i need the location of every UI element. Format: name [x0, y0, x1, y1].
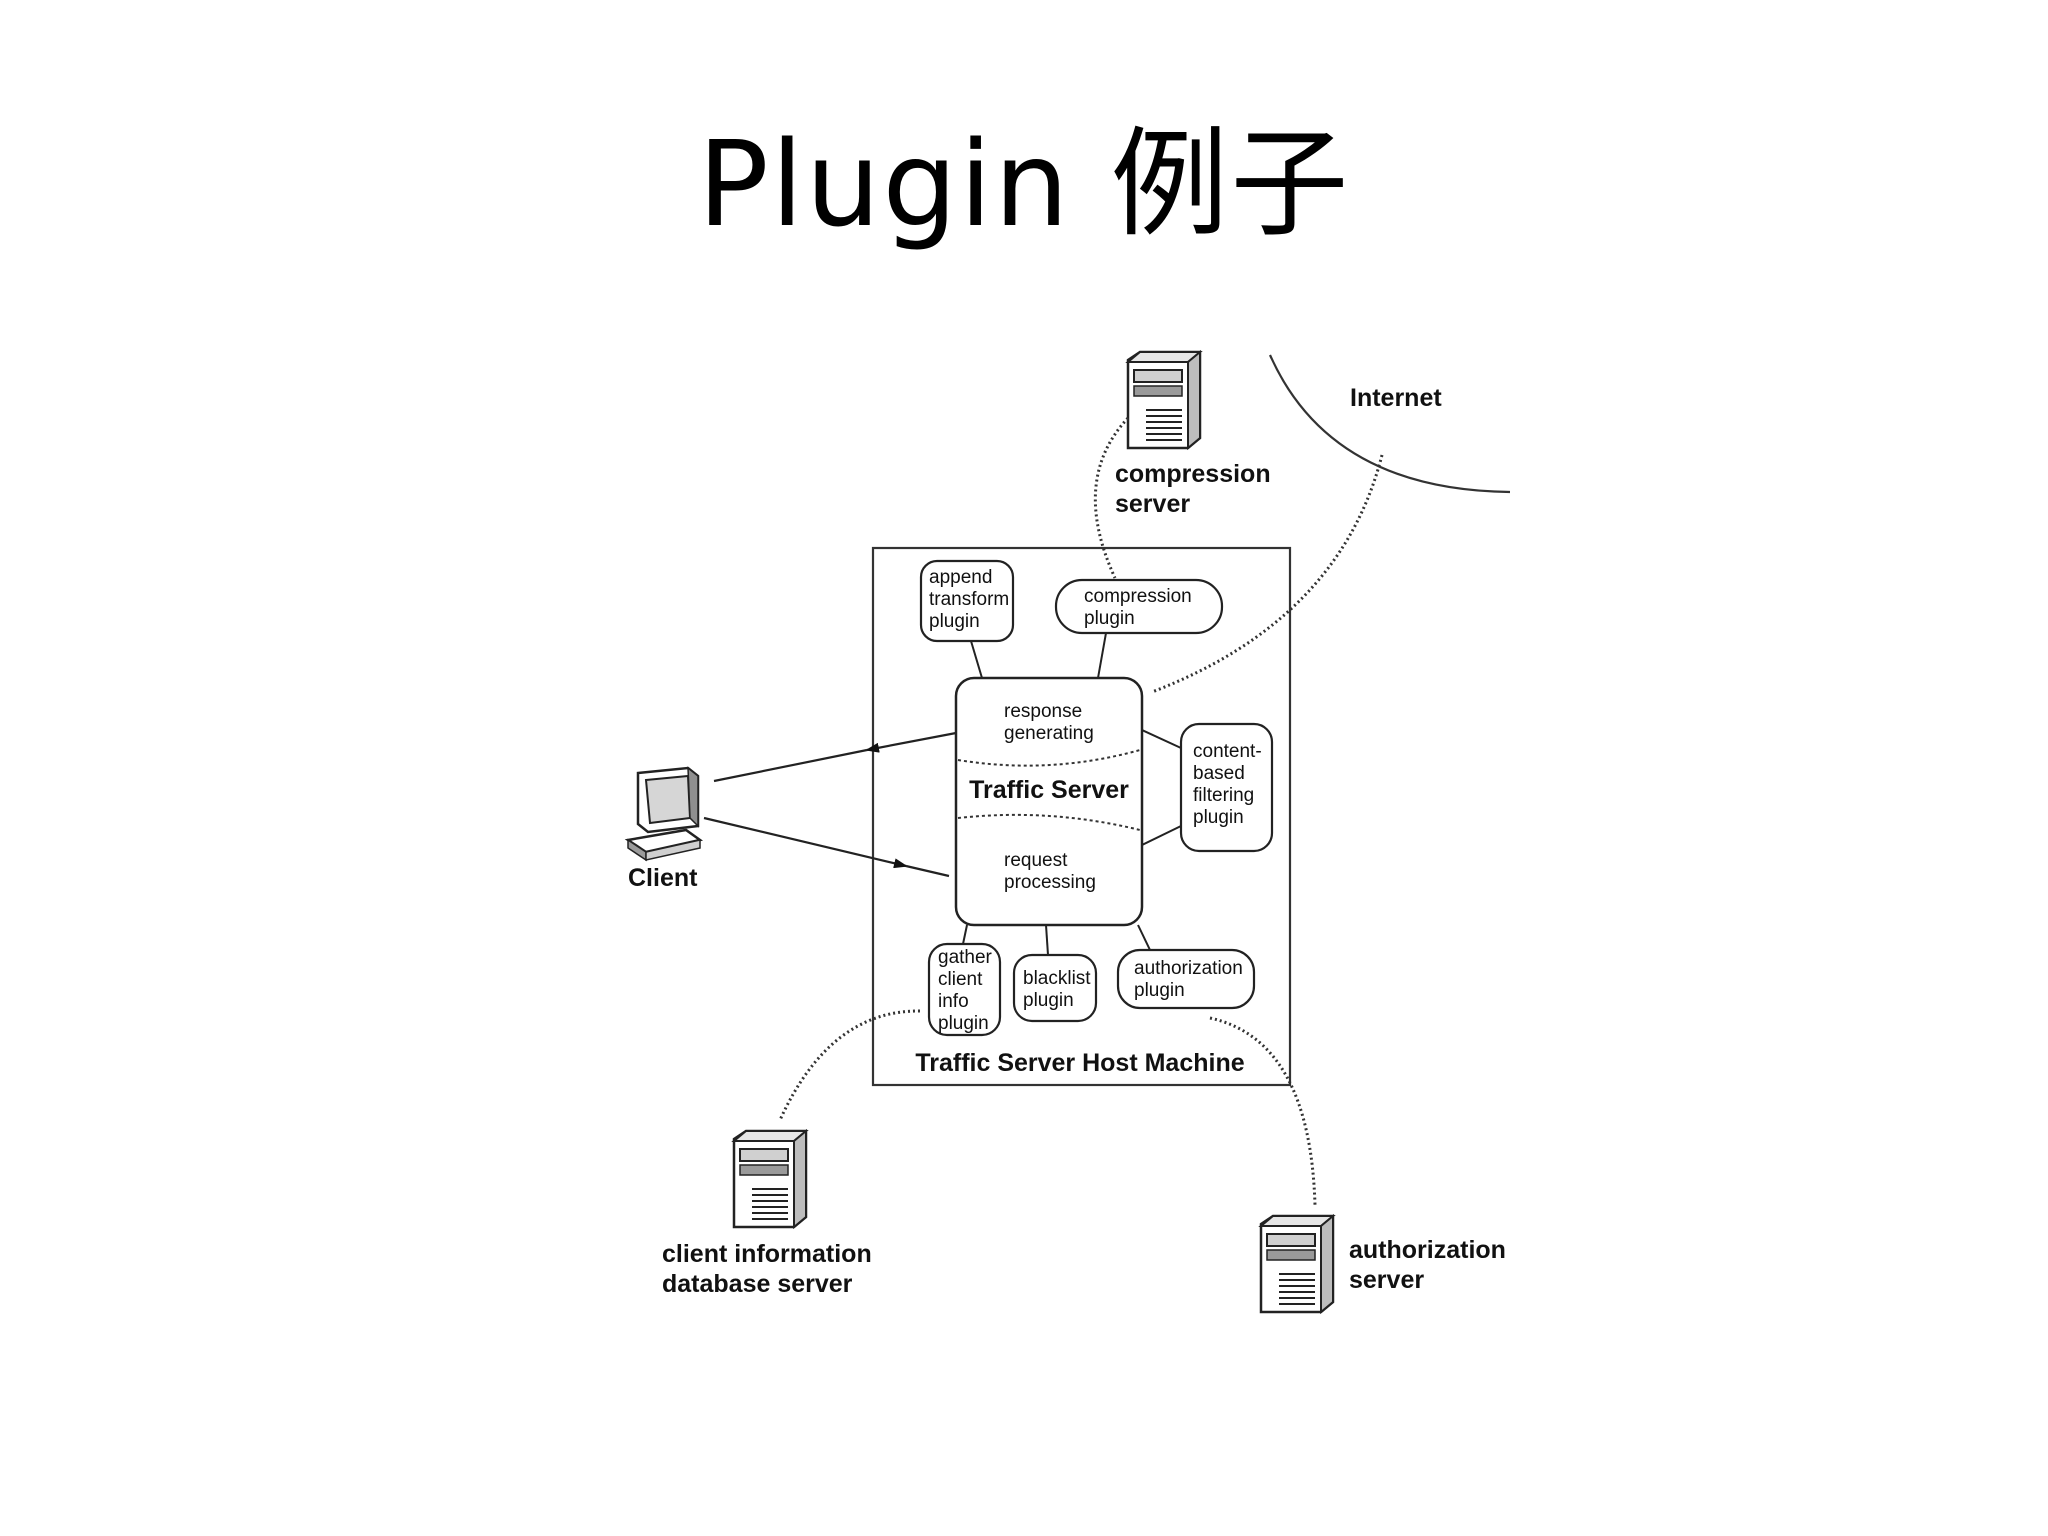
authorization-plugin-label: authorization plugin: [1134, 958, 1248, 1001]
traffic-server-label: Traffic Server: [969, 776, 1129, 804]
content-filtering-plugin-box: [1179, 722, 1274, 853]
internet-label: Internet: [1350, 384, 1442, 412]
content-filtering-plugin-label: content- based filtering plugin: [1193, 741, 1267, 828]
compression-server-icon: [1126, 350, 1202, 450]
response-generating-label: response generating: [1004, 701, 1094, 744]
append-transform-plugin-box: [919, 559, 1015, 643]
blacklist-plugin-box: [1012, 953, 1098, 1023]
client-label: Client: [628, 864, 698, 892]
append-transform-connector: [970, 640, 983, 679]
compression-plugin-box: [1054, 578, 1224, 635]
compression-server-dotted-link: [1093, 416, 1130, 579]
client-db-server-label: client information database server: [662, 1240, 879, 1298]
blacklist-plugin-label: blacklist plugin: [1023, 968, 1096, 1011]
append-transform-plugin-label: append transform plugin: [929, 567, 1015, 632]
client-computer-icon: [624, 766, 704, 862]
compression-server-label: compression server: [1115, 460, 1278, 518]
slide-title: Plugin 例子: [697, 115, 1351, 253]
host-machine-box: [871, 546, 1292, 1087]
authorization-dotted-link: [1209, 1016, 1317, 1206]
authorization-server-label: authorization server: [1349, 1236, 1513, 1294]
internet-cloud-arc: [1268, 354, 1511, 494]
blacklist-connector: [1045, 924, 1049, 956]
authorization-plugin-box: [1116, 948, 1256, 1010]
authorization-server-icon: [1259, 1214, 1335, 1314]
traffic-server-core: [954, 676, 1144, 927]
request-processing-label: request processing: [1004, 850, 1096, 893]
authorization-plugin-connector: [1137, 924, 1151, 951]
gather-client-info-plugin-box: [927, 942, 1002, 1037]
response-to-client-line: [713, 748, 868, 783]
client-db-dotted-link: [778, 1009, 921, 1121]
host-machine-label: Traffic Server Host Machine: [915, 1049, 1244, 1077]
request-separator: [957, 813, 1141, 831]
content-filtering-connector-top: [1141, 729, 1182, 749]
response-to-client-arrow: [865, 731, 957, 753]
gather-client-info-connector: [962, 924, 968, 945]
client-to-request-line: [905, 864, 950, 878]
gather-client-info-plugin-label: gather client info plugin: [938, 947, 997, 1034]
compression-plugin-connector: [1097, 632, 1107, 679]
response-separator: [957, 749, 1141, 767]
client-db-server-icon: [732, 1129, 808, 1229]
client-to-request-arrow: [703, 816, 908, 869]
content-filtering-connector-bottom: [1141, 825, 1182, 846]
compression-plugin-label: compression plugin: [1084, 586, 1197, 629]
